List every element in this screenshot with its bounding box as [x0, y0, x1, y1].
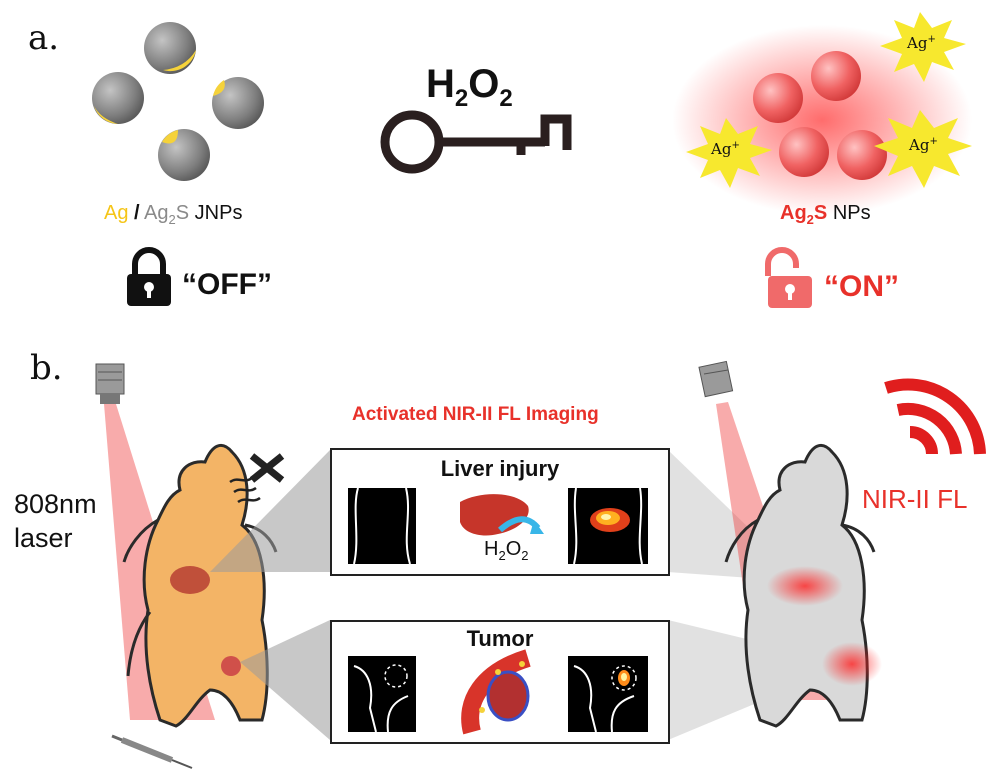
tumor-signal: [822, 642, 882, 686]
laser-icon: [698, 360, 734, 398]
heart-icon: [486, 670, 530, 722]
liver-h2o2-label: H2O2: [484, 538, 529, 563]
key-label: H2O2: [426, 62, 513, 112]
lock-icon: [127, 247, 171, 306]
syringe-icon: [111, 734, 193, 769]
janus-particle: [212, 77, 264, 129]
blood-vessel-icon: [461, 649, 531, 735]
laser-label: 808nm laser: [14, 489, 97, 553]
tumor-icon: [221, 656, 241, 676]
liver-injury-title: Liver injury: [440, 456, 560, 481]
state-on-label: “ON”: [824, 270, 899, 303]
panel-a-label: a.: [28, 18, 60, 58]
liver-injury-box: Liver injury H2O2: [330, 448, 670, 576]
projection-cone: [210, 450, 330, 572]
starburst-icon: [686, 118, 772, 188]
key-icon: [380, 110, 572, 174]
liver-image-after: [568, 488, 648, 564]
unlock-icon: [765, 247, 812, 308]
imaging-title: Activated NIR-II FL Imaging: [352, 404, 599, 425]
laser-icon: [95, 363, 125, 404]
ag2s-nanoparticle: [811, 51, 861, 101]
janus-particle: [158, 129, 210, 181]
janus-particle: [144, 22, 196, 74]
nanoparticle-caption: Ag2S NPs: [780, 202, 871, 227]
liver-icon: [170, 566, 210, 594]
tumor-image-before: [348, 656, 416, 732]
liver-image-before: [348, 488, 416, 564]
panel-b-label: b.: [30, 348, 63, 388]
state-off-label: “OFF”: [182, 268, 272, 301]
ag-ion-label: Ag+: [711, 140, 740, 158]
liver-signal: [767, 566, 843, 606]
ag2s-nanoparticle: [779, 127, 829, 177]
tumor-image-after: [568, 656, 648, 732]
janus-particle: [92, 72, 144, 124]
tumor-title: Tumor: [466, 626, 534, 651]
nir-signal-label: NIR-II FL: [862, 484, 968, 514]
ag-ion-label: Ag+: [909, 136, 938, 154]
ag2s-nanoparticle: [837, 130, 887, 180]
starburst-icon: [880, 12, 966, 82]
no-odor-icon: [229, 453, 285, 504]
liver-organ-icon: [460, 494, 529, 536]
tumor-box: Tumor: [330, 620, 670, 744]
signal-wave-icon: [884, 378, 986, 455]
janus-caption: Ag / Ag2S JNPs: [104, 202, 243, 227]
ag2s-nanoparticle: [753, 73, 803, 123]
projection-cone: [240, 620, 330, 740]
starburst-icon: [874, 110, 972, 188]
ag-ion-label: Ag+: [907, 34, 936, 52]
